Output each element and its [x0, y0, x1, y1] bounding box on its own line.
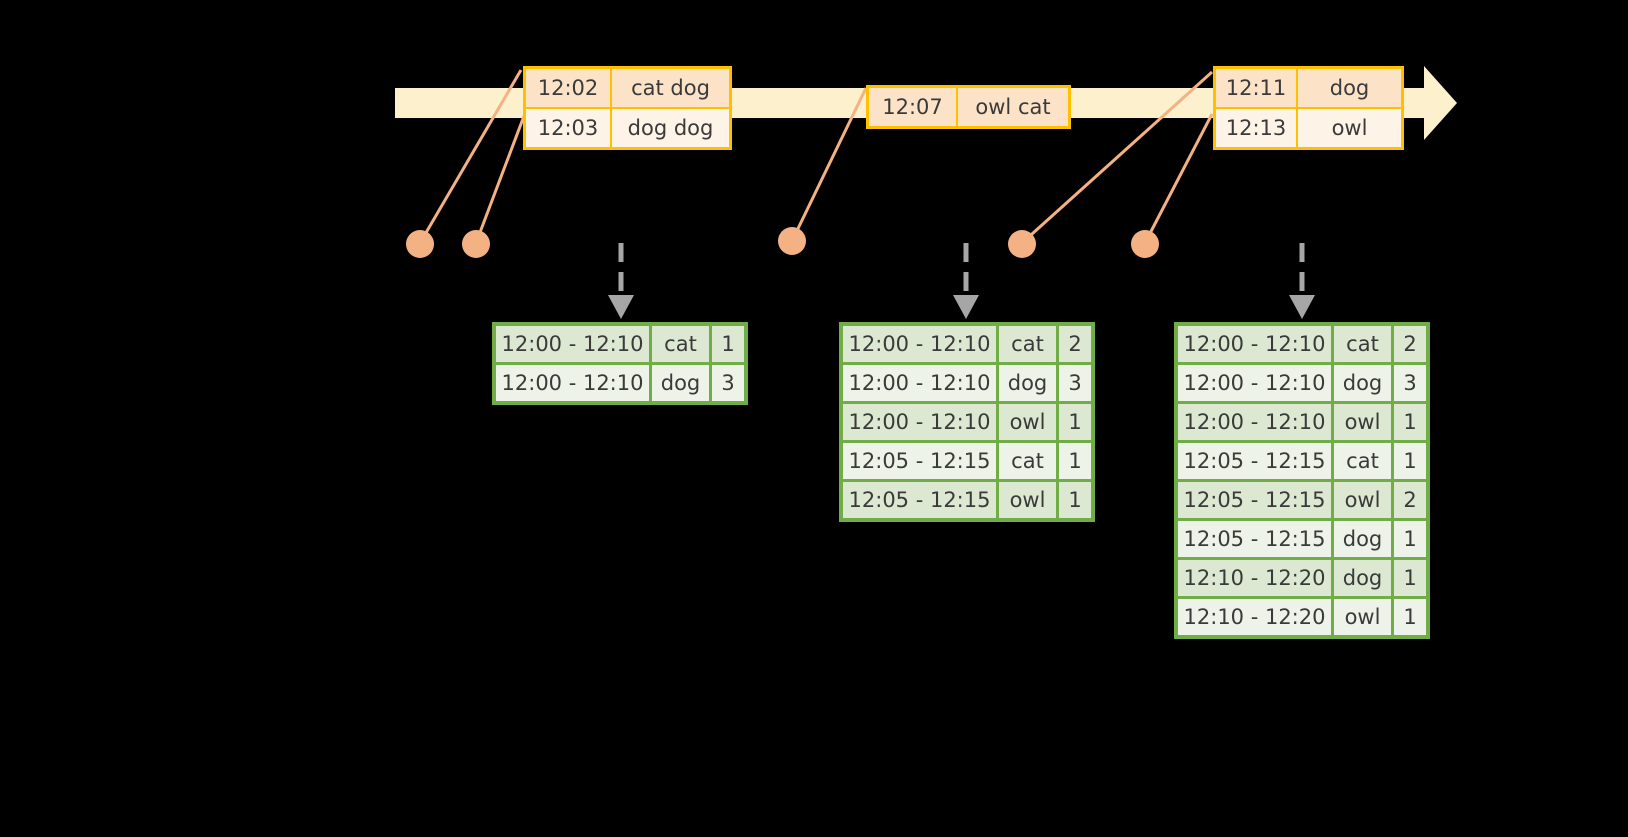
event-box-3: 12:11 dog 12:13 owl: [1213, 66, 1404, 150]
cell-key: owl: [999, 482, 1056, 518]
cell-window: 12:00 - 12:10: [1178, 326, 1331, 362]
cell-count: 3: [1394, 365, 1426, 401]
cell-window: 12:05 - 12:15: [1178, 443, 1331, 479]
event-row: 12:07 owl cat: [869, 88, 1068, 126]
cell-count: 1: [1059, 404, 1091, 440]
cell-key: cat: [999, 326, 1056, 362]
cell-window: 12:10 - 12:20: [1178, 560, 1331, 596]
cell-key: dog: [652, 365, 709, 401]
cell-count: 1: [1394, 521, 1426, 557]
event-time: 12:02: [526, 69, 610, 107]
cell-count: 3: [712, 365, 744, 401]
cell-count: 1: [1394, 404, 1426, 440]
event-row: 12:03 dog dog: [526, 109, 729, 147]
timeline-arrow-icon: [1424, 66, 1457, 140]
connector-dot-2: [462, 230, 490, 258]
cell-window: 12:00 - 12:10: [1178, 365, 1331, 401]
cell-count: 2: [1394, 326, 1426, 362]
cell-window: 12:05 - 12:15: [1178, 521, 1331, 557]
cell-count: 1: [1059, 443, 1091, 479]
cell-window: 12:00 - 12:10: [496, 365, 649, 401]
event-row: 12:02 cat dog: [526, 69, 729, 107]
event-words: dog dog: [612, 109, 729, 147]
cell-key: cat: [1334, 326, 1391, 362]
cell-key: cat: [1334, 443, 1391, 479]
cell-window: 12:05 - 12:15: [843, 482, 996, 518]
connector-dot-3: [778, 227, 806, 255]
cell-window: 12:05 - 12:15: [843, 443, 996, 479]
cell-key: dog: [1334, 521, 1391, 557]
cell-key: dog: [1334, 560, 1391, 596]
connector-line-5: [1143, 113, 1214, 244]
connector-dot-5: [1131, 230, 1159, 258]
cell-key: owl: [1334, 404, 1391, 440]
cell-window: 12:05 - 12:15: [1178, 482, 1331, 518]
cell-count: 1: [1059, 482, 1091, 518]
event-time: 12:07: [869, 88, 956, 126]
cell-key: cat: [999, 443, 1056, 479]
cell-count: 2: [1059, 326, 1091, 362]
down-arrow-1: [608, 243, 634, 319]
cell-window: 12:00 - 12:10: [496, 326, 649, 362]
cell-window: 12:00 - 12:10: [1178, 404, 1331, 440]
cell-count: 1: [1394, 599, 1426, 635]
connector-line-2: [474, 115, 526, 244]
cell-key: dog: [1334, 365, 1391, 401]
cell-key: owl: [1334, 599, 1391, 635]
cell-key: cat: [652, 326, 709, 362]
cell-count: 1: [1394, 443, 1426, 479]
event-words: dog: [1298, 69, 1401, 107]
event-words: owl cat: [958, 88, 1068, 126]
cell-key: dog: [999, 365, 1056, 401]
connector-dot-1: [406, 230, 434, 258]
event-time: 12:03: [526, 109, 610, 147]
cell-window: 12:00 - 12:10: [843, 326, 996, 362]
down-arrow-2: [953, 243, 979, 319]
connector-dot-4: [1008, 230, 1036, 258]
event-words: cat dog: [612, 69, 729, 107]
cell-count: 3: [1059, 365, 1091, 401]
event-words: owl: [1298, 109, 1401, 147]
cell-window: 12:00 - 12:10: [843, 404, 996, 440]
cell-window: 12:00 - 12:10: [843, 365, 996, 401]
cell-count: 1: [712, 326, 744, 362]
event-box-2: 12:07 owl cat: [866, 85, 1071, 129]
event-time: 12:11: [1216, 69, 1296, 107]
cell-count: 1: [1394, 560, 1426, 596]
event-row: 12:11 dog: [1216, 69, 1401, 107]
event-box-1: 12:02 cat dog 12:03 dog dog: [523, 66, 732, 150]
event-time: 12:13: [1216, 109, 1296, 147]
cell-count: 2: [1394, 482, 1426, 518]
down-arrow-3: [1289, 243, 1315, 319]
event-row: 12:13 owl: [1216, 109, 1401, 147]
cell-key: owl: [999, 404, 1056, 440]
cell-key: owl: [1334, 482, 1391, 518]
cell-window: 12:10 - 12:20: [1178, 599, 1331, 635]
